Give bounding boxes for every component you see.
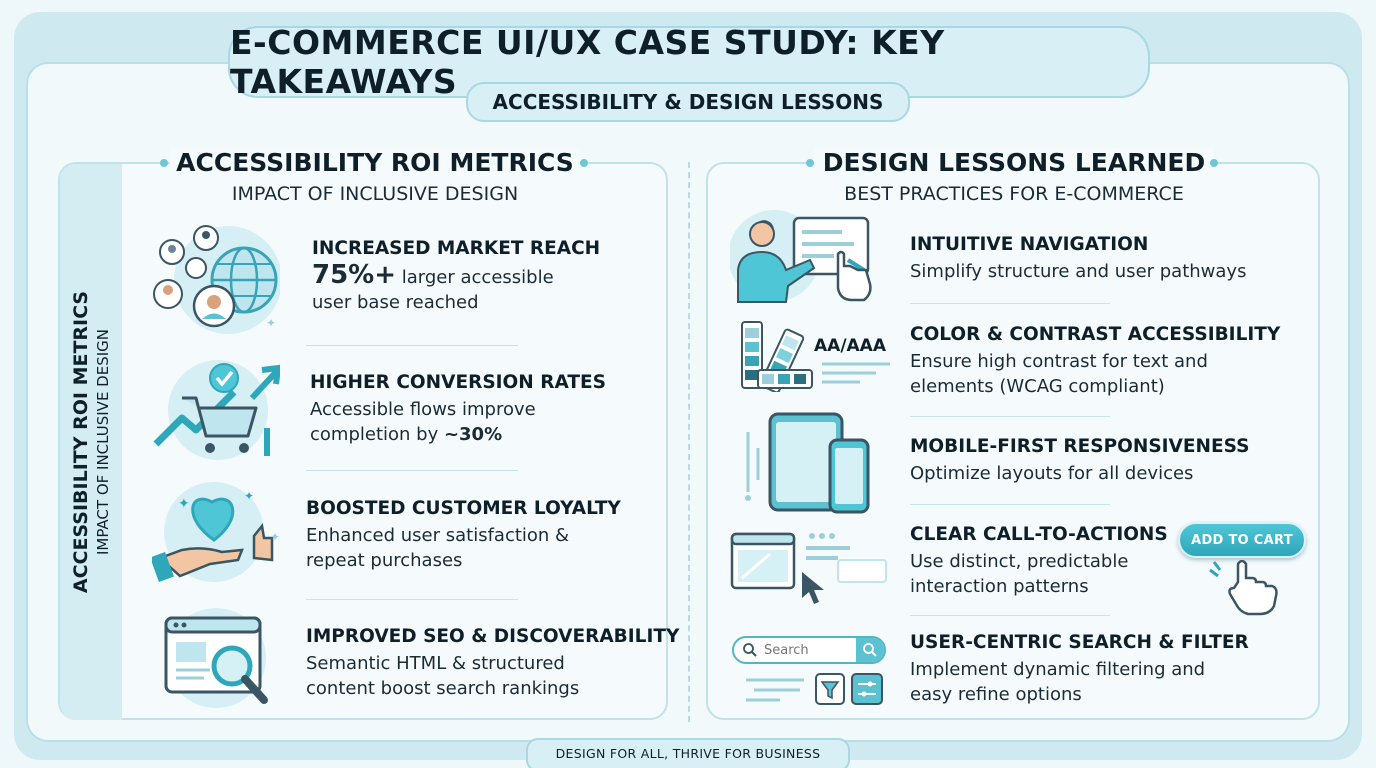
text-lines-icon [822,362,890,384]
metric-desc: 75%+ larger accessible user base reached [312,260,642,315]
metric-seo: IMPROVED SEO & DISCOVERABILITY Semantic … [306,626,680,701]
lesson-desc: Use distinct, predictable interaction pat… [910,549,1180,599]
separator [306,470,518,471]
metric-stat: ~30% [443,424,503,445]
cart-growth-icon [153,360,280,460]
separator [910,303,1110,304]
browser-search-icon [164,608,268,708]
search-icon [743,643,757,657]
search-field[interactable] [732,636,886,664]
lesson-desc-line1: Implement dynamic filtering and [910,659,1206,680]
lesson-navigation: INTUITIVE NAVIGATION Simplify structure … [910,234,1300,284]
lessons-subheading: BEST PRACTICES FOR E-COMMERCE [844,183,1184,205]
metric-market-reach: INCREASED MARKET REACH 75%+ larger acces… [312,238,642,315]
side-label-subtitle: IMPACT OF INCLUSIVE DESIGN [94,328,112,556]
lesson-desc: Implement dynamic filtering and easy refi… [910,657,1300,707]
lesson-desc-line1: Use distinct, predictable [910,551,1129,572]
lesson-search-filter: USER-CENTRIC SEARCH & FILTER Implement d… [910,632,1300,707]
footer-tagline: DESIGN FOR ALL, THRIVE FOR BUSINESS [555,746,821,761]
metric-stat: 75%+ [312,260,397,290]
person-pointer-icon [730,210,872,303]
heading-dot [806,159,814,167]
lesson-desc-line1: Ensure high contrast for text and [910,351,1208,372]
lesson-desc: Simplify structure and user pathways [910,261,1247,282]
metric-conversion: HIGHER CONVERSION RATES Accessible flows… [310,372,640,447]
metric-desc-line1: Accessible flows improve [310,399,536,420]
sparkle-icon: ✦ [270,530,281,544]
color-swatch-icon [741,321,813,392]
search-icon [863,643,877,657]
metric-title: HIGHER CONVERSION RATES [310,372,606,393]
metric-title: INCREASED MARKET REACH [312,238,601,259]
lesson-contrast: COLOR & CONTRAST ACCESSIBILITY Ensure hi… [910,324,1300,399]
heart-hand-icon: ✦ ✦ [152,482,274,582]
page-subtitle: ACCESSIBILITY & DESIGN LESSONS [492,90,884,114]
tablet-phone-icon [745,412,870,514]
metric-desc-line2: content boost search rankings [306,678,580,699]
metric-desc-line2: user base reached [312,292,479,313]
heading-dot [1210,159,1218,167]
globe-users-icon [153,225,280,334]
metric-desc-line1: larger accessible [401,267,554,288]
side-label: ACCESSIBILITY ROI METRICS IMPACT OF INCL… [70,162,112,722]
metric-desc: Enhanced user satisfaction & repeat purch… [306,523,636,573]
subtitle-banner: ACCESSIBILITY & DESIGN LESSONS [466,82,910,122]
metric-desc: Semantic HTML & structured content boost … [306,651,646,701]
roi-subheading: IMPACT OF INCLUSIVE DESIGN [231,183,519,205]
side-label-title: ACCESSIBILITY ROI METRICS [70,290,92,594]
svg-text:✦: ✦ [244,489,254,503]
separator [306,345,518,346]
metric-desc-line2: repeat purchases [306,550,463,571]
svg-text:✦: ✦ [178,496,190,512]
metric-loyalty: BOOSTED CUSTOMER LOYALTY Enhanced user s… [306,498,636,573]
separator [306,599,518,600]
lesson-desc-line2: easy refine options [910,684,1082,705]
metric-desc-line1: Enhanced user satisfaction & [306,525,570,546]
side-band [60,164,122,720]
add-to-cart-button[interactable]: ADD TO CART [1178,522,1306,558]
page-title: E-COMMERCE UI/UX CASE STUDY: KEY TAKEAWA… [230,23,945,101]
lesson-title: INTUITIVE NAVIGATION [910,234,1149,255]
hand-pointer-icon [1209,560,1278,616]
lesson-title: MOBILE-FIRST RESPONSIVENESS [910,436,1250,457]
roi-heading: ACCESSIBILITY ROI METRICS [176,148,574,177]
lesson-desc: Optimize layouts for all devices [910,463,1194,484]
filter-controls-icon [746,673,883,705]
lesson-mobile-first: MOBILE-FIRST RESPONSIVENESS Optimize lay… [910,436,1300,486]
heading-dot [160,159,168,167]
separator [910,504,1110,505]
roi-section-header: ACCESSIBILITY ROI METRICS IMPACT OF INCL… [170,148,580,205]
search-button[interactable] [856,638,884,662]
sparkle-icon: ✦ [266,316,277,330]
search-input[interactable] [764,642,850,658]
contrast-badge: AA/AAA [814,336,886,356]
lesson-title: CLEAR CALL-TO-ACTIONS [910,524,1168,545]
metric-desc-prefix: completion by [310,424,444,445]
metric-title: IMPROVED SEO & DISCOVERABILITY [306,626,680,647]
metric-desc: Accessible flows improve completion by ~3… [310,397,640,447]
lesson-title: USER-CENTRIC SEARCH & FILTER [910,632,1249,653]
lesson-cta: CLEAR CALL-TO-ACTIONS Use distinct, pred… [910,524,1180,599]
lessons-heading: DESIGN LESSONS LEARNED [822,148,1206,177]
metric-desc-line1: Semantic HTML & structured [306,653,565,674]
lesson-desc-line2: elements (WCAG compliant) [910,376,1165,397]
lesson-desc-line2: interaction patterns [910,576,1089,597]
footer-banner: DESIGN FOR ALL, THRIVE FOR BUSINESS [526,738,850,768]
heading-dot [580,159,588,167]
cursor-window-icon [730,532,887,604]
lesson-title: COLOR & CONTRAST ACCESSIBILITY [910,324,1281,345]
metric-title: BOOSTED CUSTOMER LOYALTY [306,498,621,519]
lesson-desc: Ensure high contrast for text and element… [910,349,1300,399]
separator [910,615,1110,616]
separator [910,416,1110,417]
lessons-section-header: DESIGN LESSONS LEARNED BEST PRACTICES FO… [814,148,1214,205]
column-divider [688,162,690,722]
